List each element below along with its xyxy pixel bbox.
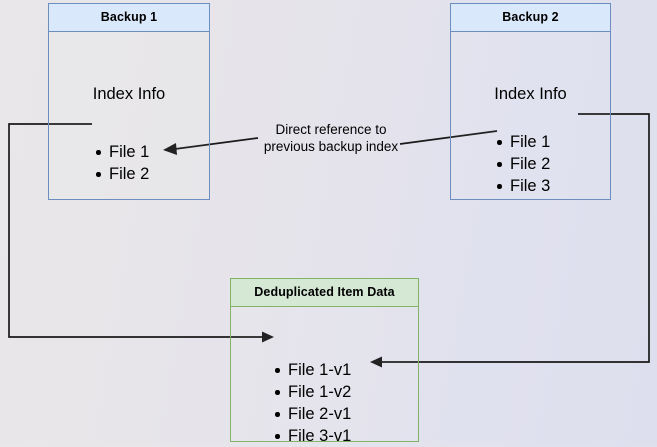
caption-line-1: Direct reference to <box>275 122 387 137</box>
node-dedup-body: File 1-v1 File 1-v2 File 2-v1 File 3-v1 <box>230 306 419 445</box>
list-item: File 1 <box>94 141 149 163</box>
backup2-file-list: File 1 File 2 File 3 <box>495 131 550 197</box>
node-backup1[interactable]: Backup 1 Index Info File 1 File 2 <box>48 3 210 200</box>
list-item: File 2-v1 <box>273 403 351 425</box>
node-deduplicated-item-data[interactable]: Deduplicated Item Data File 1-v1 File 1-… <box>230 278 419 445</box>
list-item: File 3-v1 <box>273 425 351 447</box>
dedup-file-list: File 1-v1 File 1-v2 File 2-v1 File 3-v1 <box>273 359 351 447</box>
list-item: File 2 <box>94 163 149 185</box>
backup1-file-list: File 1 File 2 <box>94 141 149 185</box>
list-item: File 1-v1 <box>273 359 351 381</box>
node-backup1-body: Index Info File 1 File 2 <box>48 31 210 200</box>
list-item: File 3 <box>495 175 550 197</box>
node-backup2-body: Index Info File 1 File 2 File 3 <box>450 31 611 200</box>
backup1-index-info-label: Index Info <box>92 84 166 103</box>
node-backup1-header: Backup 1 <box>48 3 210 32</box>
direct-reference-caption: Direct reference to previous backup inde… <box>251 121 411 155</box>
node-backup2[interactable]: Backup 2 Index Info File 1 File 2 File 3 <box>450 3 611 200</box>
node-backup2-header: Backup 2 <box>450 3 611 32</box>
list-item: File 1 <box>495 131 550 153</box>
list-item: File 2 <box>495 153 550 175</box>
node-dedup-header: Deduplicated Item Data <box>230 278 419 307</box>
caption-line-2: previous backup index <box>263 139 399 154</box>
backup2-index-info-label: Index Info <box>494 84 567 103</box>
list-item: File 1-v2 <box>273 381 351 403</box>
